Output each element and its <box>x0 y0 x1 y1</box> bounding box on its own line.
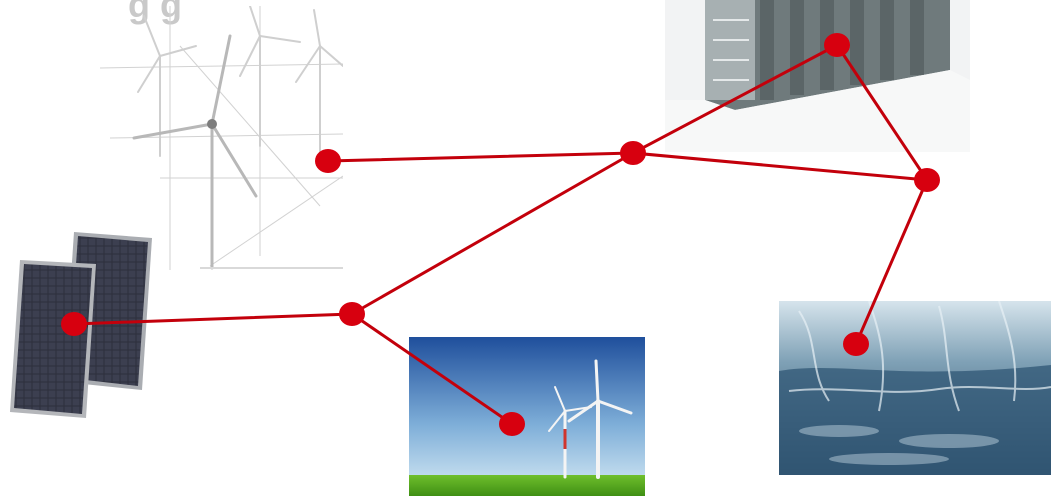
hub-lower-node <box>339 302 365 326</box>
hub-center-node <box>620 141 646 165</box>
link-hub-center-node-east-junction-node <box>631 151 929 182</box>
east-junction-node <box>914 168 940 192</box>
hydro-node <box>843 332 869 356</box>
link-storage-node-east-junction-node <box>835 43 929 182</box>
link-hub-center-node-hub-lower-node <box>350 151 635 316</box>
solar-node <box>61 312 87 336</box>
link-wind-sketch-node-hub-center-node <box>326 151 635 163</box>
wind-turbines-sketch-icon <box>100 6 343 270</box>
battery-rack-icon <box>665 0 970 152</box>
link-east-junction-node-hydro-node <box>854 178 929 346</box>
link-hub-lower-node-solar-node <box>72 312 354 326</box>
wind-turbine-photo-icon <box>409 337 645 496</box>
title-fragment: g g <box>128 0 182 25</box>
wind-sketch-node <box>315 149 341 173</box>
solar-panel-icon <box>8 230 156 420</box>
storage-node <box>824 33 850 57</box>
link-hub-lower-node-wind-field-node <box>350 312 514 426</box>
waterfall-photo-icon <box>779 301 1051 475</box>
wind-field-node <box>499 412 525 436</box>
link-hub-center-node-storage-node <box>631 43 839 155</box>
